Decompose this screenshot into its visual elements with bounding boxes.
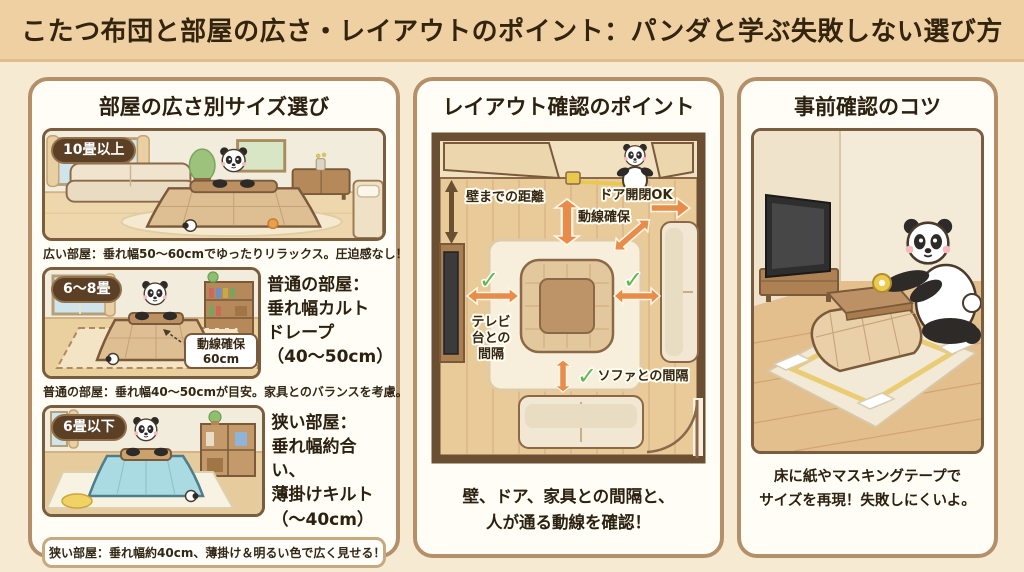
check-icon: ✓ <box>623 266 643 294</box>
sofa-right <box>660 221 699 363</box>
label-door-ok: ドア開閉OK <box>599 188 673 203</box>
open-door-left <box>443 142 561 180</box>
kotatsu <box>145 179 323 228</box>
kotatsu <box>519 258 615 354</box>
sofa-bottom <box>518 395 644 449</box>
pointer-arrow <box>166 331 182 343</box>
caption-medium-room: 普通の部屋：垂れ幅40〜50cmが目安。家具とのバランスを考慮。 <box>43 385 408 399</box>
panda-icon <box>872 217 981 344</box>
panda-foot <box>105 352 120 366</box>
panda-foot <box>184 489 199 503</box>
scene-tape-mockup <box>751 128 984 454</box>
check-icon: ✓ <box>479 266 499 294</box>
label-sofa-gap: ソファとの間隔 <box>598 368 689 384</box>
caption-small-room: 狭い部屋：垂れ幅約40cm、薄掛け＆明るい色で広く見せる！ <box>42 536 386 568</box>
floor-plan: ✓ ✓ ✓ 壁までの距離 ドア開閉OK 動線確保 テレビ 台との 間隔 ソファと… <box>431 132 706 464</box>
label-wall-distance: 壁までの距離 <box>466 189 544 205</box>
tape-mockup-illustration <box>754 131 981 451</box>
flow-label-box <box>184 333 258 369</box>
label-tv-gap-3: 間隔 <box>478 346 504 362</box>
kotatsu-tabletop <box>539 278 595 334</box>
panel-room-size-header: 部屋の広さ別サイズ選び <box>98 95 330 119</box>
side-text-medium: 普通の部屋： 垂れ幅カルト ドレープ （40〜50cm） <box>267 275 394 368</box>
panda-arm <box>882 270 930 292</box>
mikan <box>267 218 279 230</box>
panda-foot <box>182 219 198 233</box>
panda-icon <box>212 146 255 188</box>
open-door-right <box>650 142 694 180</box>
panel-room-size: 部屋の広さ別サイズ選び <box>28 77 408 568</box>
cushion <box>61 493 93 509</box>
panel-tips-header: 事前確認のコツ <box>794 95 941 119</box>
panda-tail <box>962 293 981 313</box>
layout-caption: 壁、ドア、家具との間隔と、 人が通る動線を確認！ <box>462 487 675 532</box>
panda-icon <box>135 280 177 321</box>
panda-icon <box>126 416 168 457</box>
scene-large-room: 10畳以上 <box>42 128 386 241</box>
badge-6jo-under: 6畳以下 <box>51 414 127 441</box>
plant <box>207 271 219 283</box>
caption-large-room: 広い部屋：垂れ幅50〜60cmでゆったりリラックス。圧迫感なし！ <box>43 247 408 261</box>
check-icon: ✓ <box>577 362 597 390</box>
tv-stand <box>439 243 465 363</box>
sofa <box>65 162 196 203</box>
sideboard <box>291 152 351 200</box>
door <box>646 398 703 458</box>
panels-row: 部屋の広さ別サイズ選び <box>0 62 1024 568</box>
scene-medium-room: 動線確保 60cm 6〜8畳 <box>42 267 262 379</box>
side-text-small: 狭い部屋： 垂れ幅約合い、 薄掛けキルト （〜40cm） <box>271 413 374 530</box>
kotatsu-tabletop <box>189 179 278 194</box>
scene-small-room: 6畳以下 <box>42 405 266 517</box>
tv-stand <box>759 193 839 302</box>
label-flow: 動線確保 <box>578 209 631 225</box>
flow-label-line1: 動線確保 <box>197 336 246 351</box>
panel-layout-check: レイアウト確認のポイント <box>413 77 724 558</box>
page-title: こたつ布団と部屋の広さ・レイアウトのポイント：パンダと学ぶ失敗しない選び方 <box>21 17 1003 47</box>
vase <box>315 158 326 171</box>
badge-10jo: 10畳以上 <box>51 137 137 164</box>
panda-icon <box>616 143 654 195</box>
tips-caption: 床に紙やマスキングテープで サイズを再現！失敗しにくいよ。 <box>759 469 976 509</box>
label-tv-gap-1: テレビ <box>471 314 510 330</box>
flow-label-line2: 60cm <box>203 352 239 366</box>
wall-distance-arrow <box>445 180 458 244</box>
pillow <box>356 184 380 198</box>
panel-tips: 事前確認のコツ <box>737 77 998 558</box>
cube-shelf <box>200 410 256 477</box>
tv-screen <box>443 251 459 355</box>
label-tv-gap-2: 台との <box>472 330 511 346</box>
picture-frame <box>236 139 287 173</box>
bed <box>352 179 383 238</box>
kotatsu <box>810 283 923 373</box>
clearance-arrows <box>466 196 692 393</box>
door-swing-arrow <box>650 196 692 220</box>
panel-layout-header: レイアウト確認のポイント <box>442 95 695 119</box>
measuring-tape-icon <box>565 171 624 186</box>
title-banner: こたつ布団と部屋の広さ・レイアウトのポイント：パンダと学ぶ失敗しない選び方 <box>0 0 1024 62</box>
badge-6-8jo: 6〜8畳 <box>51 276 123 303</box>
